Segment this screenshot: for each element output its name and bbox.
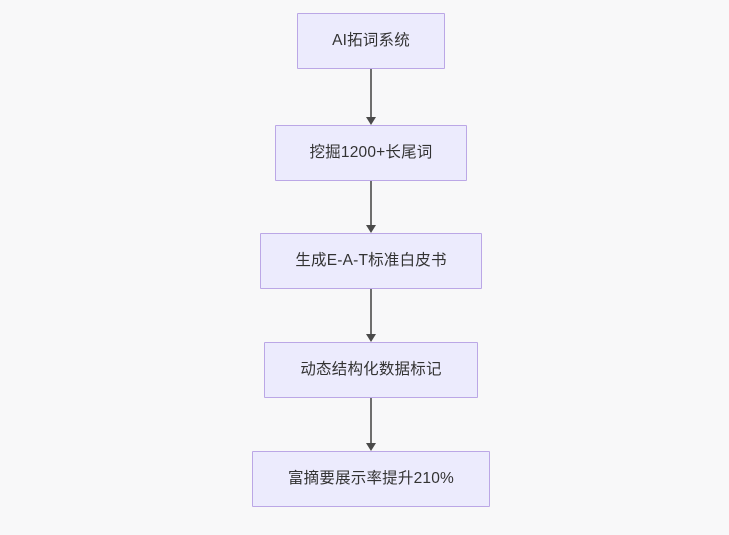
flow-node-ai-keyword-system[interactable]: AI拓词系统 <box>297 13 445 69</box>
arrowhead-icon <box>366 225 376 233</box>
flow-node-label: AI拓词系统 <box>332 31 410 49</box>
arrowhead-icon <box>366 443 376 451</box>
flow-node-label: 生成E-A-T标准白皮书 <box>295 251 447 269</box>
flow-node-mine-longtail-keywords[interactable]: 挖掘1200+长尾词 <box>275 125 467 181</box>
arrowhead-icon <box>366 117 376 125</box>
flow-node-dynamic-structured-data[interactable]: 动态结构化数据标记 <box>264 342 478 398</box>
flow-node-label: 挖掘1200+长尾词 <box>309 143 433 161</box>
flow-edge-3 <box>365 289 377 342</box>
flow-node-label: 富摘要展示率提升210% <box>287 469 455 487</box>
flow-edge-4 <box>365 398 377 451</box>
flow-node-generate-eat-whitepaper[interactable]: 生成E-A-T标准白皮书 <box>260 233 482 289</box>
arrowhead-icon <box>366 334 376 342</box>
flow-node-rich-snippet-uplift[interactable]: 富摘要展示率提升210% <box>252 451 490 507</box>
flow-edge-1 <box>365 69 377 125</box>
edge-line <box>370 181 372 226</box>
edge-line <box>370 398 372 444</box>
flow-node-label: 动态结构化数据标记 <box>300 360 442 378</box>
edge-line <box>370 69 372 118</box>
edge-line <box>370 289 372 335</box>
flow-edge-2 <box>365 181 377 233</box>
